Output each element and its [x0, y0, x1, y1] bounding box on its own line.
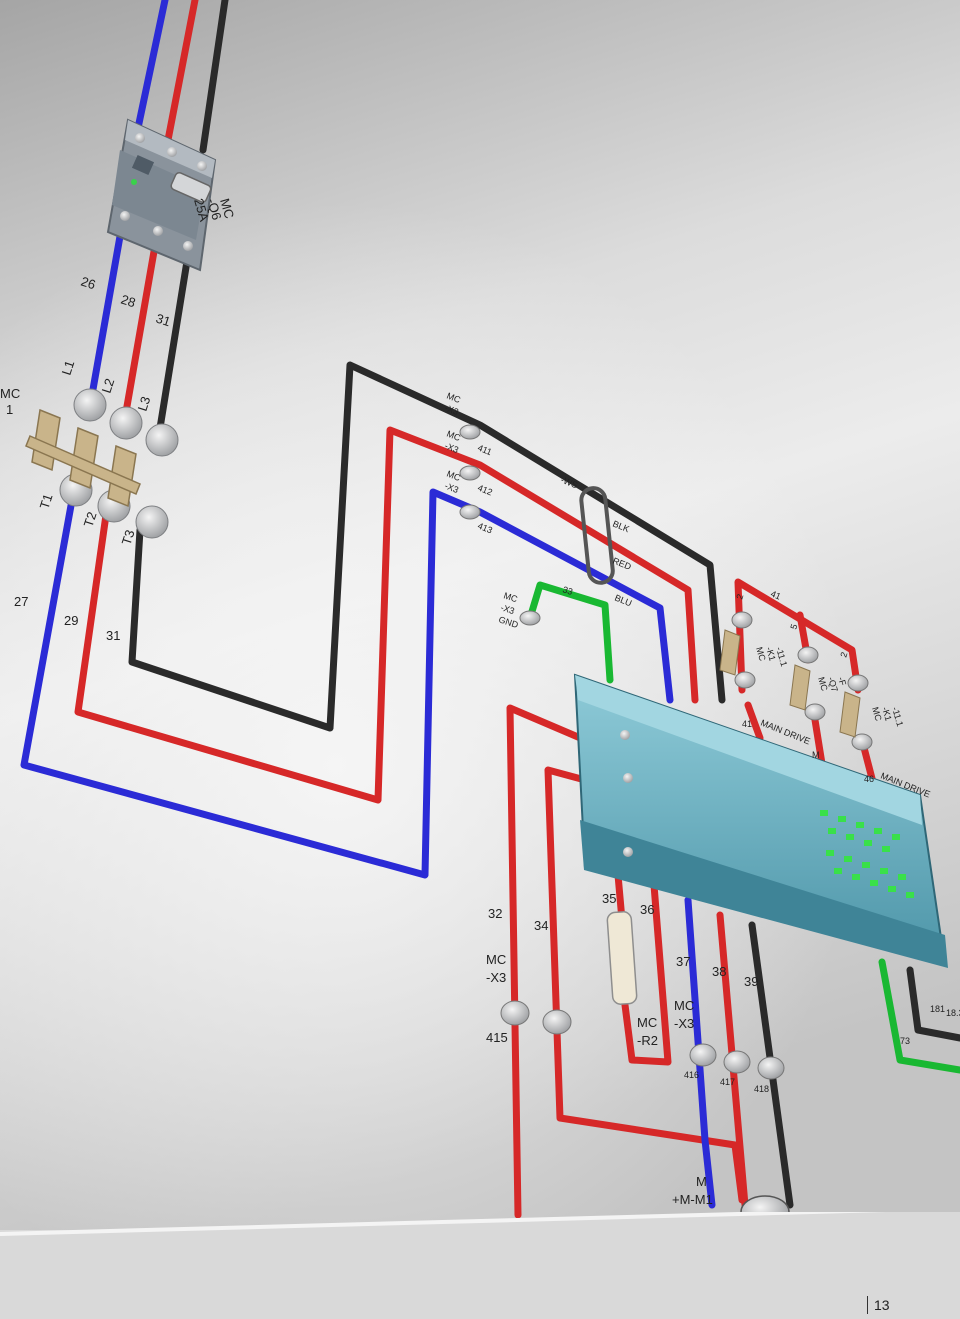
label-x3-2: -X3: [443, 403, 460, 418]
label-mc-x3-left-1: MC: [486, 952, 506, 967]
label-l3: L3: [135, 395, 154, 413]
label-relay-side-41: 41: [742, 719, 752, 729]
breaker-mc-q6: [106, 118, 217, 272]
terminal-t3: [135, 505, 169, 539]
label-wire-33: 33: [561, 584, 574, 597]
breaker-label-1: MC: [217, 197, 237, 221]
chain-link: [579, 486, 615, 585]
wire-181: [906, 966, 960, 1042]
label-wire-29: 29: [64, 613, 78, 628]
label-relay-side-m: M: [812, 750, 820, 760]
plc-module: [573, 673, 948, 968]
label-resistor-2: -R2: [637, 1033, 658, 1048]
label-l2: L2: [99, 377, 118, 395]
contactor-terminals: [25, 388, 179, 539]
label-relay-3b: -K1: [880, 706, 893, 722]
wire-red-top: [164, 0, 199, 144]
label-relay-2b: -Q7: [826, 676, 840, 693]
label-t3: T3: [119, 528, 138, 547]
label-relay-1b: -K1: [764, 646, 777, 662]
label-mc-x3-right-1: MC: [674, 998, 694, 1013]
background-glow: [0, 200, 960, 1230]
wire-26: [88, 221, 126, 399]
label-relay-top-1: 2: [734, 593, 745, 601]
wire-33-gnd: [526, 581, 614, 684]
contact-bridges: [25, 408, 141, 508]
label-wire-73: 73: [900, 1036, 910, 1046]
label-mc-x3-right-2: -X3: [674, 1016, 694, 1031]
label-l1: L1: [59, 359, 78, 377]
label-gnd-2: -X3: [499, 602, 515, 616]
led-array: [820, 810, 914, 898]
x3-terminals-lower: [500, 1000, 785, 1080]
label-contactor-1: MC: [0, 386, 20, 401]
label-term-415: 415: [486, 1030, 508, 1045]
label-contactor-2: 1: [6, 402, 13, 417]
label-wire-36: 36: [640, 902, 654, 917]
label-wire-37: 37: [676, 954, 690, 969]
label-wire-32: 32: [488, 906, 502, 921]
label-wire-31-bottom: 31: [106, 628, 120, 643]
label-motor-2: +M-M1: [672, 1192, 713, 1207]
label-right-181: 181: [930, 1004, 945, 1014]
wire-31-lower: [128, 361, 726, 732]
wire-32: [506, 704, 589, 1219]
wire-black-top: [199, 0, 229, 154]
wire-28: [122, 236, 160, 416]
terminal-l1: [73, 388, 107, 422]
label-relay-top-3: 5: [788, 623, 799, 631]
wire-31-upper: [156, 251, 192, 432]
label-wire-26: 26: [79, 274, 97, 293]
label-term-418: 418: [754, 1084, 769, 1094]
terminal-l2: [109, 406, 143, 440]
label-term-417: 417: [720, 1077, 735, 1087]
label-relay-top-2: 41: [769, 589, 782, 602]
label-right-183: 18.3: [946, 1008, 960, 1018]
wiring-diagram: MC -Q6 25A: [0, 0, 960, 1230]
label-t1: T1: [37, 492, 56, 511]
relays: [719, 611, 873, 751]
label-t2: T2: [81, 510, 100, 529]
label-term-411: 411: [476, 443, 493, 458]
label-relay-1a: MC: [754, 646, 768, 663]
terminal-l3: [145, 423, 179, 457]
wire-blue-top: [134, 0, 169, 132]
wire-37: [684, 896, 716, 1209]
label-relay-side-46: 46: [864, 774, 874, 784]
label-relay-3a: MC: [870, 706, 884, 723]
wire-relay-down1: [744, 701, 764, 742]
resistor-mc-r2: [606, 911, 638, 1005]
label-wire-38: 38: [712, 964, 726, 979]
wire-27: [20, 488, 674, 879]
labels: MC 1 26 28 31 L1 L2 L3 T1 T2 T3 27 29 31…: [0, 274, 960, 1207]
page-number: 13: [867, 1296, 890, 1314]
breaker-label-3: 25A: [191, 197, 212, 224]
label-x3-4: -X3: [443, 441, 460, 456]
wire-resistor-loop: [621, 881, 672, 1066]
label-gnd-1: MC: [502, 590, 519, 604]
label-resistor-1: MC: [637, 1015, 657, 1030]
label-wire-28: 28: [119, 292, 137, 311]
wire-34: [544, 766, 746, 1204]
wire-73: [878, 958, 960, 1074]
footer-band: [0, 1212, 960, 1319]
label-relay-2a: MC: [816, 676, 830, 693]
label-wire-31-top: 31: [154, 311, 172, 330]
label-wire-35: 35: [602, 891, 616, 906]
label-relay-top-4: 2: [838, 651, 849, 659]
label-term-416: 416: [684, 1070, 699, 1080]
label-relay-2c: -F: [836, 676, 848, 687]
breaker-label-2: -Q6: [204, 197, 224, 222]
label-motor-1: M: [696, 1174, 707, 1189]
label-mc-x3-left-2: -X3: [486, 970, 506, 985]
wires: [20, 0, 960, 1219]
label-wire-39: 39: [744, 974, 758, 989]
x3-terminals-upper: [459, 424, 541, 626]
label-wire-34: 34: [534, 918, 548, 933]
wire-29: [74, 426, 699, 804]
label-x3-6: -X3: [443, 481, 460, 496]
label-wire-27: 27: [14, 594, 28, 609]
